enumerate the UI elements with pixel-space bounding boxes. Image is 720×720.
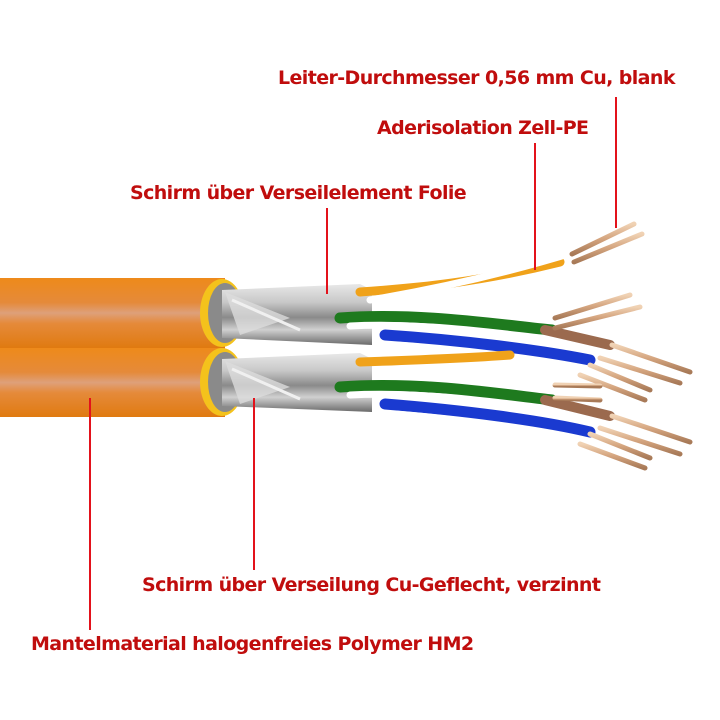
leader-line-insulation [534, 143, 536, 270]
label-insulation: Aderisolation Zell-PE [377, 117, 589, 139]
twisted-pairs-bottom [334, 350, 615, 444]
leader-line-conductor [615, 97, 617, 228]
copper-conductors [552, 221, 693, 471]
leader-line-jacket [89, 398, 91, 630]
leader-line-pair-shield [326, 208, 328, 294]
outer-jacket [0, 278, 244, 417]
label-pair-shield: Schirm über Verseilelement Folie [130, 182, 467, 204]
braided-shield [222, 284, 372, 412]
twisted-pairs-top [334, 248, 615, 376]
leader-line-overall-shield [253, 398, 255, 570]
label-jacket: Mantelmaterial halogenfreies Polymer HM2 [31, 633, 474, 655]
label-conductor: Leiter-Durchmesser 0,56 mm Cu, blank [278, 67, 675, 89]
label-overall-shield: Schirm über Verseilung Cu-Geflecht, verz… [142, 574, 601, 596]
